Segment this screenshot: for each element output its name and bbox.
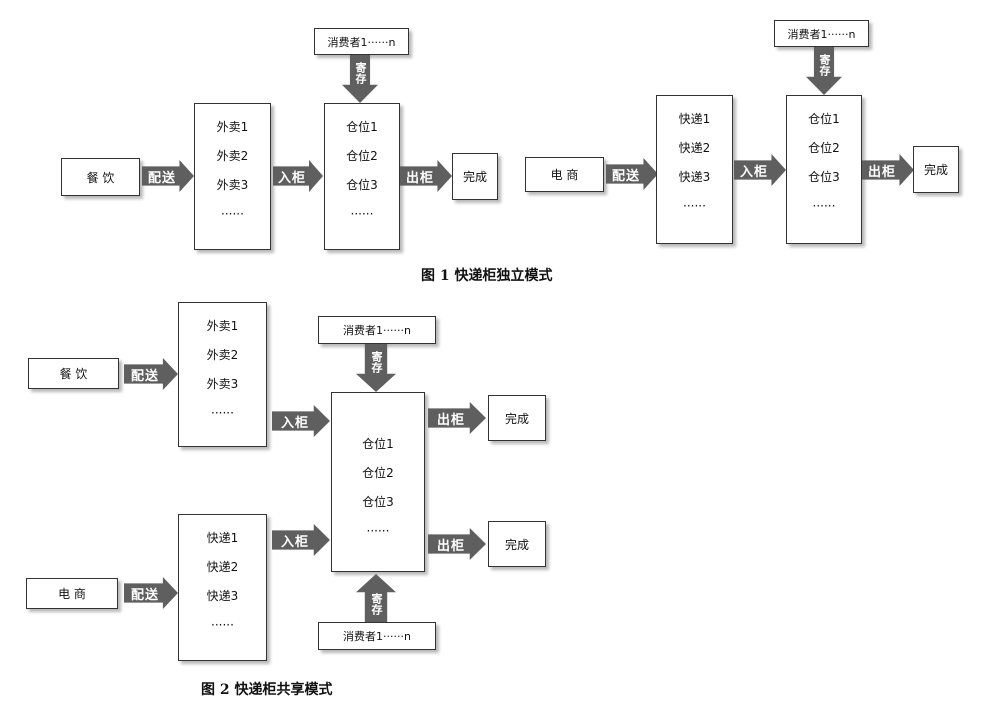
consumer-box: 消费者1······n — [318, 622, 436, 650]
consumer-label: 消费者1······n — [787, 27, 856, 41]
ecommerce-source-box: 电 商 — [26, 578, 118, 609]
out-cabinet-arrow: 出柜 — [400, 160, 452, 192]
deliver-arrow: 配送 — [124, 577, 178, 609]
store-arrow: 寄存 — [356, 344, 396, 392]
figure1-caption: 图 1 快递柜独立模式 — [421, 268, 553, 284]
store-label: 寄存 — [370, 593, 383, 615]
out-cabinet-label: 出柜 — [405, 170, 434, 186]
list-item: ······ — [683, 199, 706, 213]
out-cabinet-label: 出柜 — [436, 412, 465, 428]
in-cabinet-label: 入柜 — [280, 415, 309, 431]
store-label: 寄存 — [370, 351, 383, 373]
list-item: 外卖1 — [216, 120, 249, 134]
done-box: 完成 — [913, 146, 959, 193]
store-arrow: 寄存 — [356, 574, 396, 622]
consumer-box: 消费者1······n — [318, 316, 436, 344]
list-item: 仓位1 — [346, 120, 378, 134]
store-label: 寄存 — [354, 62, 367, 84]
out-cabinet-label: 出柜 — [867, 164, 896, 180]
in-cabinet-arrow: 入柜 — [272, 405, 330, 437]
deliver-label: 配送 — [147, 170, 176, 186]
in-cabinet-arrow: 入柜 — [734, 154, 786, 186]
consumer-box: 消费者1······n — [774, 20, 869, 47]
list-item: ······ — [350, 207, 374, 221]
list-item: ······ — [366, 524, 390, 538]
list-item: 仓位2 — [808, 141, 840, 155]
shared-slot-list-box: 仓位1 仓位2 仓位3 ······ — [331, 392, 425, 572]
figure2-caption: 图 2 快递柜共享模式 — [201, 682, 333, 698]
list-item: ······ — [812, 199, 836, 213]
done-box: 完成 — [488, 395, 546, 441]
in-cabinet-label: 入柜 — [739, 164, 768, 180]
deliver-label: 配送 — [130, 368, 159, 384]
store-label: 寄存 — [818, 54, 831, 76]
list-item: 快递2 — [678, 141, 711, 155]
out-cabinet-label: 出柜 — [436, 538, 465, 554]
out-cabinet-arrow: 出柜 — [862, 154, 914, 186]
done-label: 完成 — [923, 163, 948, 177]
takeout-list-box: 外卖1 外卖2 外卖3 ······ — [194, 103, 271, 250]
store-arrow: 寄存 — [342, 55, 378, 103]
list-item: 仓位2 — [362, 466, 394, 480]
list-item: 外卖3 — [206, 377, 239, 391]
list-item: 外卖1 — [206, 319, 239, 333]
list-item: 快递3 — [206, 589, 239, 603]
list-item: 快递1 — [206, 531, 239, 545]
store-arrow: 寄存 — [806, 47, 842, 95]
catering-source-label: 餐 饮 — [86, 170, 115, 185]
list-item: ······ — [211, 618, 234, 632]
deliver-arrow: 配送 — [142, 160, 194, 192]
in-cabinet-arrow: 入柜 — [273, 160, 323, 192]
deliver-label: 配送 — [611, 168, 640, 184]
done-label: 完成 — [504, 537, 529, 552]
out-cabinet-arrow: 出柜 — [428, 528, 486, 560]
done-label: 完成 — [504, 411, 529, 426]
out-cabinet-arrow: 出柜 — [428, 402, 486, 434]
deliver-arrow: 配送 — [124, 358, 178, 390]
list-item: 外卖2 — [206, 348, 239, 362]
list-item: 仓位3 — [808, 170, 840, 184]
express-list-box: 快递1 快递2 快递3 ······ — [178, 514, 267, 661]
list-item: 外卖2 — [216, 149, 249, 163]
express-list-box: 快递1 快递2 快递3 ······ — [656, 95, 733, 244]
in-cabinet-arrow: 入柜 — [272, 524, 330, 556]
list-item: 仓位3 — [346, 178, 378, 192]
list-item: 仓位2 — [346, 149, 378, 163]
catering-source-box: 餐 饮 — [28, 358, 119, 389]
ecommerce-source-box: 电 商 — [525, 157, 604, 192]
ecommerce-source-label: 电 商 — [550, 168, 579, 182]
list-item: 快递3 — [678, 170, 711, 184]
consumer-label: 消费者1······n — [327, 35, 396, 49]
list-item: ······ — [211, 406, 234, 420]
in-cabinet-label: 入柜 — [280, 534, 309, 550]
list-item: 快递1 — [678, 112, 711, 126]
ecommerce-source-label: 电 商 — [58, 587, 86, 601]
done-label: 完成 — [462, 170, 487, 184]
consumer-box: 消费者1······n — [314, 28, 409, 55]
catering-source-label: 餐 饮 — [59, 367, 88, 381]
list-item: 仓位3 — [362, 495, 394, 509]
list-item: ······ — [221, 207, 244, 221]
slot-list-box: 仓位1 仓位2 仓位3 ······ — [786, 95, 862, 244]
catering-source-box: 餐 饮 — [61, 158, 140, 196]
consumer-label: 消费者1······n — [343, 324, 411, 337]
done-box: 完成 — [488, 521, 546, 567]
deliver-label: 配送 — [130, 587, 159, 603]
takeout-list-box: 外卖1 外卖2 外卖3 ······ — [178, 302, 267, 447]
list-item: 仓位1 — [808, 112, 840, 126]
done-box: 完成 — [452, 153, 498, 200]
slot-list-box: 仓位1 仓位2 仓位3 ······ — [324, 103, 400, 250]
deliver-arrow: 配送 — [606, 158, 658, 190]
consumer-label: 消费者1······n — [343, 630, 411, 643]
list-item: 仓位1 — [362, 437, 394, 451]
list-item: 快递2 — [206, 560, 239, 574]
in-cabinet-label: 入柜 — [277, 170, 306, 186]
list-item: 外卖3 — [216, 178, 249, 192]
